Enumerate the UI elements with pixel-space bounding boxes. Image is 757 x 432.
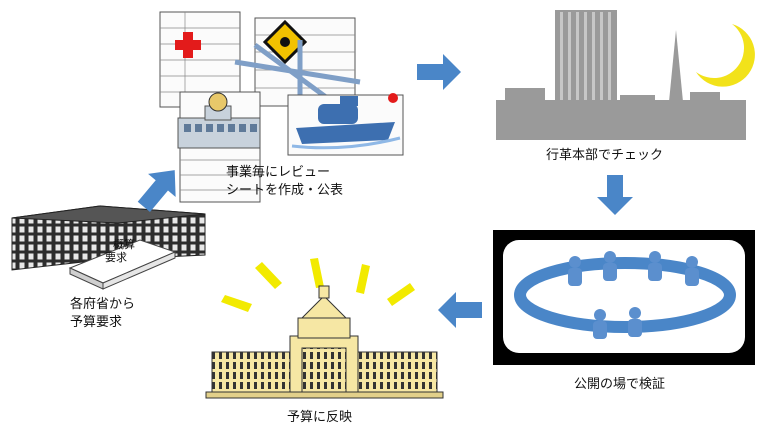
step-review-sheet-line-2: シートを作成・公表: [226, 183, 344, 198]
arrow-public-to-diet: [438, 292, 482, 328]
arrow-sheets-to-hq: [417, 54, 461, 90]
step-review-sheet-line-1: 事業毎にレビュー: [226, 165, 331, 180]
arrow-ministry-to-sheets: [137, 170, 176, 212]
step-ministry-label: 各府省から 予算要求: [70, 296, 135, 332]
step-review-sheet-label: 事業毎にレビュー シートを作成・公表: [226, 164, 343, 200]
light-rays: [221, 258, 415, 312]
headquarters-skyline: [496, 10, 746, 140]
plate-label-line-1: 概算: [113, 238, 135, 251]
diet-building: [205, 285, 444, 399]
step-ministry-line-1: 各府省から: [70, 297, 136, 312]
moon-icon: [696, 24, 755, 87]
people-icons: [568, 251, 699, 339]
ship-icon: [291, 96, 401, 150]
meeting-ring-icon: [514, 257, 736, 333]
review-sheets-collage: [159, 11, 404, 203]
step-diet-line-1: 予算に反映: [287, 410, 353, 425]
plate-label-line-2: 要求: [105, 251, 127, 264]
bridge-icon: [234, 40, 361, 103]
step-headquarters-label: 行革本部でチェック: [546, 147, 663, 165]
school-building-icon: [177, 105, 261, 149]
public-verification-panel: [493, 230, 755, 365]
budget-request-plate: [68, 239, 177, 290]
step-ministry-line-2: 予算要求: [70, 315, 123, 330]
arrow-hq-to-public: [597, 175, 633, 215]
plate-label: 概算 要求: [105, 238, 135, 264]
step-public-line-1: 公開の場で検証: [574, 377, 666, 392]
step-public-label: 公開の場で検証: [574, 376, 665, 394]
step-diet-label: 予算に反映: [287, 409, 352, 427]
step-headquarters-line-1: 行革本部でチェック: [546, 148, 664, 163]
